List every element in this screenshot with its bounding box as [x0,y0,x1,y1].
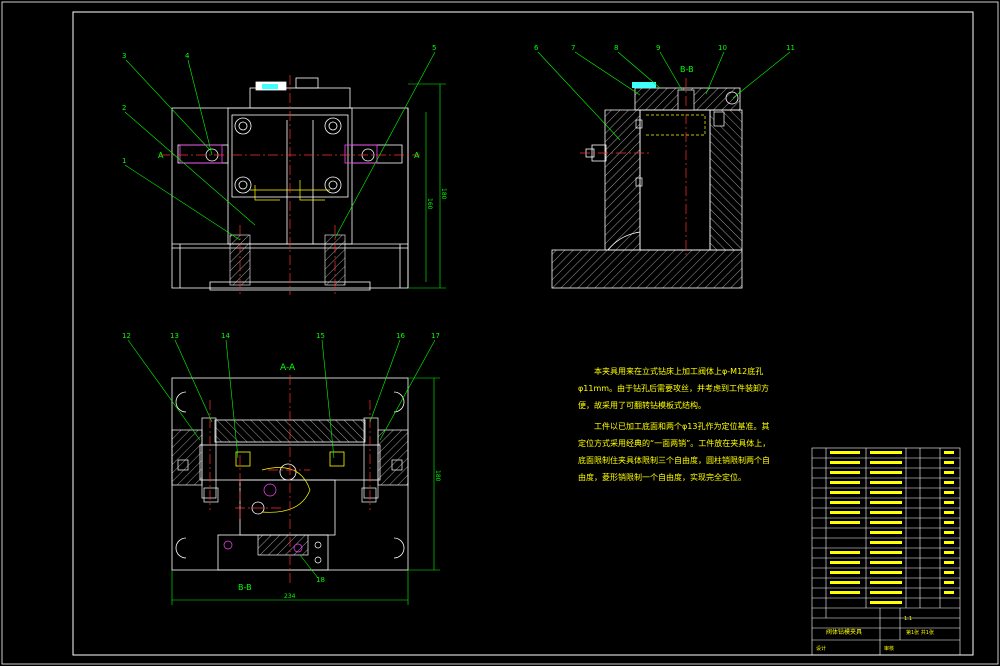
front-dimensions [408,83,446,289]
section-dim-width: 234 [284,593,296,600]
balloon-10: 10 [718,44,727,52]
frame-border [72,11,974,656]
balloon-11: 11 [786,44,795,52]
note-paragraph-2: 工件以已加工底面和两个φ13孔作为定位基准。其定位方式采用经典的“一面两销”。工… [578,422,771,482]
title-block-reviewer: 审核 [884,645,894,652]
balloon-2: 2 [122,104,126,112]
title-block [811,447,961,656]
balloon-13: 13 [170,332,179,340]
balloon-17: 17 [431,332,440,340]
balloon-9: 9 [656,44,660,52]
front-dim-height-inner: 160 [426,198,433,210]
balloon-1: 1 [122,157,126,165]
balloon-4: 4 [185,52,190,60]
title-block-rows [830,451,954,604]
balloon-6: 6 [534,44,539,52]
section-aa-title: A-A [280,363,296,373]
section-marker-a-left: A [158,151,164,160]
note-paragraph-1: 本夹具用来在立式钻床上加工阀体上φ-M12底孔φ11mm。由于钻孔后需要攻丝，并… [578,367,770,410]
balloon-16: 16 [396,332,405,340]
balloon-18: 18 [316,576,325,584]
section-dim-height: 180 [434,470,441,482]
balloon-5: 5 [432,44,436,52]
balloon-3: 3 [122,52,126,60]
section-aa-dimensions [171,377,440,605]
technical-notes: 本夹具用来在立式钻床上加工阀体上φ-M12底孔φ11mm。由于钻孔后需要攻丝，并… [578,363,776,490]
title-block-title: 阀体钻模夹具 [826,628,862,636]
title-block-scale: 1:1 [904,616,912,622]
title-block-sheet: 第1张 共1张 [906,629,934,636]
front-dim-height: 180 [440,188,447,200]
front-center-lines [160,75,420,295]
front-leaders [124,51,436,241]
side-leaders [537,51,791,141]
side-view [551,78,743,289]
section-bb-title: B-B [680,65,694,74]
balloon-8: 8 [614,44,618,52]
section-marker-a-right: A [414,151,420,160]
section-aa-view [171,375,409,585]
section-aa-leaders [127,339,436,579]
title-block-designer: 设计 [816,645,826,652]
balloon-7: 7 [571,44,575,52]
section-marker-bb: B-B [238,583,252,592]
balloon-12: 12 [122,332,131,340]
balloon-15: 15 [316,332,325,340]
balloon-14: 14 [221,332,230,340]
